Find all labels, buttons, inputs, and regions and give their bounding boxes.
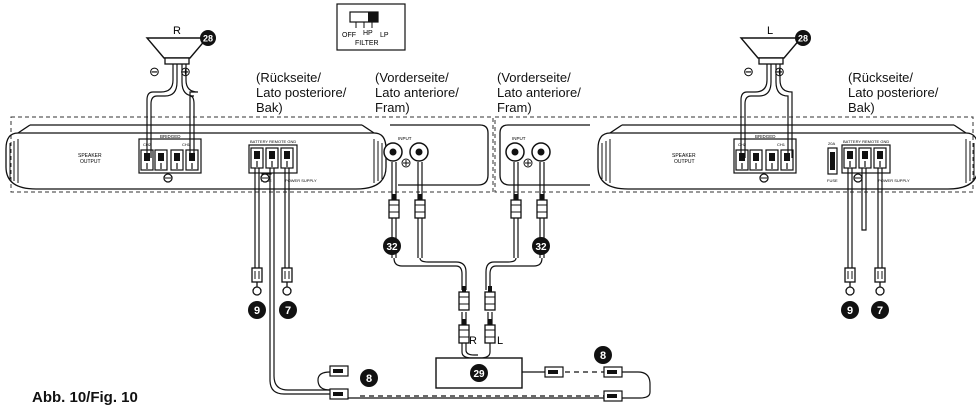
ref-badge-28-left xyxy=(795,30,811,46)
view-label-rear-right: (Rückseite/ Lato posteriore/ Bak) xyxy=(256,70,347,115)
svg-text:OUTPUT: OUTPUT xyxy=(674,159,695,165)
ref-badge-32-left: 32 xyxy=(532,237,550,255)
svg-text:FUSE: FUSE xyxy=(827,178,838,183)
svg-text:28: 28 xyxy=(798,34,808,44)
ref-badge-7-left: 7 xyxy=(871,301,889,319)
right-power-leads xyxy=(254,168,330,395)
svg-text:OUTPUT: OUTPUT xyxy=(80,159,101,165)
svg-text:32: 32 xyxy=(386,242,398,253)
speaker-cone-icon xyxy=(739,37,803,59)
left-power-leads xyxy=(847,168,883,268)
speaker-left-label: L xyxy=(767,25,773,37)
rca-plug-icon xyxy=(536,193,548,219)
left-speaker-wires xyxy=(740,64,793,158)
battery-lead-terminal-icon xyxy=(844,267,856,296)
svg-text:INPUT: INPUT xyxy=(398,136,412,141)
ref-badge-7-right: 7 xyxy=(279,301,297,319)
ref-badge-28-right xyxy=(200,30,216,46)
right-amp-rear-panel: SPEAKER OUTPUT BRIDGED CH2 CH1 20A FUSE … xyxy=(5,124,387,190)
svg-text:9: 9 xyxy=(847,305,853,317)
ref-badge-32-right: 32 xyxy=(383,237,401,255)
right-amp-front-panel: INPUT xyxy=(383,124,489,186)
svg-text:POWER SUPPLY: POWER SUPPLY xyxy=(878,178,910,183)
svg-text:8: 8 xyxy=(366,373,372,385)
rca-left-label: L xyxy=(497,335,503,347)
head-unit: 29 xyxy=(435,357,523,389)
svg-text:SPEAKER: SPEAKER xyxy=(672,153,696,159)
svg-text:7: 7 xyxy=(877,305,883,317)
rca-plug-icon xyxy=(458,318,470,344)
svg-text:8: 8 xyxy=(600,350,606,362)
ref-badge-9-right: 9 xyxy=(248,301,266,319)
ref-badge-9-left: 9 xyxy=(841,301,859,319)
svg-text:CH1: CH1 xyxy=(777,142,786,147)
left-amp-front-panel: INPUT xyxy=(499,124,590,186)
head-unit-box xyxy=(435,357,523,389)
filter-pos-hp: HP xyxy=(363,30,373,37)
ground-lead-terminal-icon xyxy=(281,267,293,296)
svg-text:7: 7 xyxy=(285,305,291,317)
rca-plug-icon xyxy=(458,285,470,311)
remote-connector-icon xyxy=(329,365,623,402)
filter-pos-off: OFF xyxy=(342,32,356,39)
ground-lead-terminal-icon xyxy=(874,267,886,296)
svg-text:POWER SUPPLY: POWER SUPPLY xyxy=(285,178,317,183)
svg-text:CH2: CH2 xyxy=(738,142,747,147)
battery-lead-terminal-icon xyxy=(251,267,263,296)
svg-text:BATTERY REMOTE GND: BATTERY REMOTE GND xyxy=(250,139,296,144)
svg-text:BATTERY REMOTE GND: BATTERY REMOTE GND xyxy=(843,139,889,144)
left-amp-frame xyxy=(494,116,974,193)
speaker-right-label: R xyxy=(173,25,181,37)
filter-switch: OFF HP LP FILTER xyxy=(336,3,406,51)
svg-text:9: 9 xyxy=(254,305,260,317)
svg-text:32: 32 xyxy=(535,242,547,253)
ref-badge-29: 29 xyxy=(473,369,485,380)
right-speaker-wires xyxy=(146,64,199,158)
speaker-cone-icon xyxy=(145,37,209,59)
right-amp-frame xyxy=(10,116,494,193)
view-label-front-left: (Vorderseite/ Lato anteriore/ Fram) xyxy=(497,70,581,115)
ref-badge-8-right: 8 xyxy=(360,369,378,387)
remote-wiring xyxy=(317,371,651,399)
svg-text:BRIDGED: BRIDGED xyxy=(755,134,776,139)
figure-caption: Abb. 10/Fig. 10 xyxy=(32,389,138,406)
svg-text:28: 28 xyxy=(203,34,213,44)
svg-text:BRIDGED: BRIDGED xyxy=(160,134,181,139)
view-label-front-right: (Vorderseite/ Lato anteriore/ Fram) xyxy=(375,70,459,115)
view-label-rear-left: (Rückseite/ Lato posteriore/ Bak) xyxy=(848,70,939,115)
rca-plug-icon xyxy=(388,193,400,219)
speaker-left-minus: ⊖ xyxy=(743,64,754,79)
filter-pos-lp: LP xyxy=(380,32,389,39)
filter-title: FILTER xyxy=(355,40,379,47)
left-amp-rear-panel: SPEAKER OUTPUT BRIDGED CH2 CH1 20A FUSE … xyxy=(597,124,976,190)
svg-text:20A: 20A xyxy=(828,141,835,146)
svg-text:INPUT: INPUT xyxy=(512,136,526,141)
rca-plug-icon xyxy=(510,193,522,219)
rca-right-label: R xyxy=(469,335,477,347)
svg-text:CH1: CH1 xyxy=(182,142,191,147)
rca-plug-icon xyxy=(414,193,426,219)
ref-badge-8-left: 8 xyxy=(594,346,612,364)
rca-plug-icon xyxy=(484,318,496,344)
svg-text:SPEAKER: SPEAKER xyxy=(78,153,102,159)
speaker-right-minus: ⊖ xyxy=(149,64,160,79)
